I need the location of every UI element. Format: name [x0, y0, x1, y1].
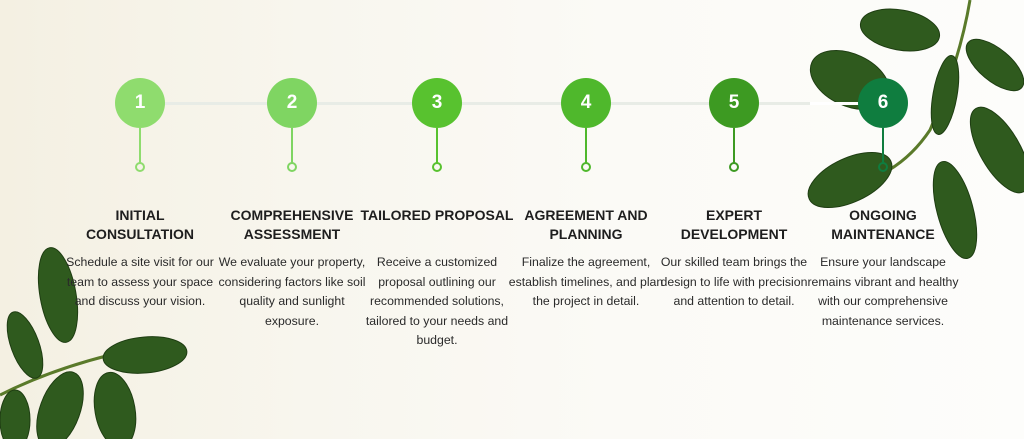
step-connector: [585, 128, 587, 164]
step-number-badge: 5: [709, 78, 759, 128]
step-connector: [139, 128, 141, 164]
step-title: TAILORED PROPOSAL: [360, 207, 514, 223]
step-description: Schedule a site visit for our team to as…: [66, 255, 214, 308]
timeline-line-segment: [810, 102, 885, 105]
step-connector-dot: [135, 162, 145, 172]
step-description: Finalize the agreement, establish timeli…: [508, 255, 664, 308]
step-connector-dot: [878, 162, 888, 172]
step-description: Ensure your landscape remains vibrant an…: [807, 255, 959, 328]
step-title: INITIAL CONSULTATION: [85, 207, 195, 242]
timeline-line: [140, 102, 885, 105]
step-connector: [436, 128, 438, 164]
step-connector: [733, 128, 735, 164]
step-connector-dot: [729, 162, 739, 172]
step-connector: [882, 128, 884, 164]
step-number-badge: 6: [858, 78, 908, 128]
step-number-badge: 1: [115, 78, 165, 128]
step-title: COMPREHENSIVE ASSESSMENT: [230, 207, 354, 242]
step-title: ONGOING MAINTENANCE: [831, 207, 935, 242]
step-connector-dot: [287, 162, 297, 172]
step-title: AGREEMENT AND PLANNING: [524, 207, 648, 242]
step-title: EXPERT DEVELOPMENT: [680, 207, 788, 242]
step-connector: [291, 128, 293, 164]
step-number-badge: 3: [412, 78, 462, 128]
step-connector-dot: [432, 162, 442, 172]
step-number-badge: 2: [267, 78, 317, 128]
step-description: Our skilled team brings the design to li…: [660, 255, 808, 308]
step-description: We evaluate your property, considering f…: [218, 255, 366, 328]
step-connector-dot: [581, 162, 591, 172]
step-description: Receive a customized proposal outlining …: [365, 255, 509, 347]
step-number-badge: 4: [561, 78, 611, 128]
